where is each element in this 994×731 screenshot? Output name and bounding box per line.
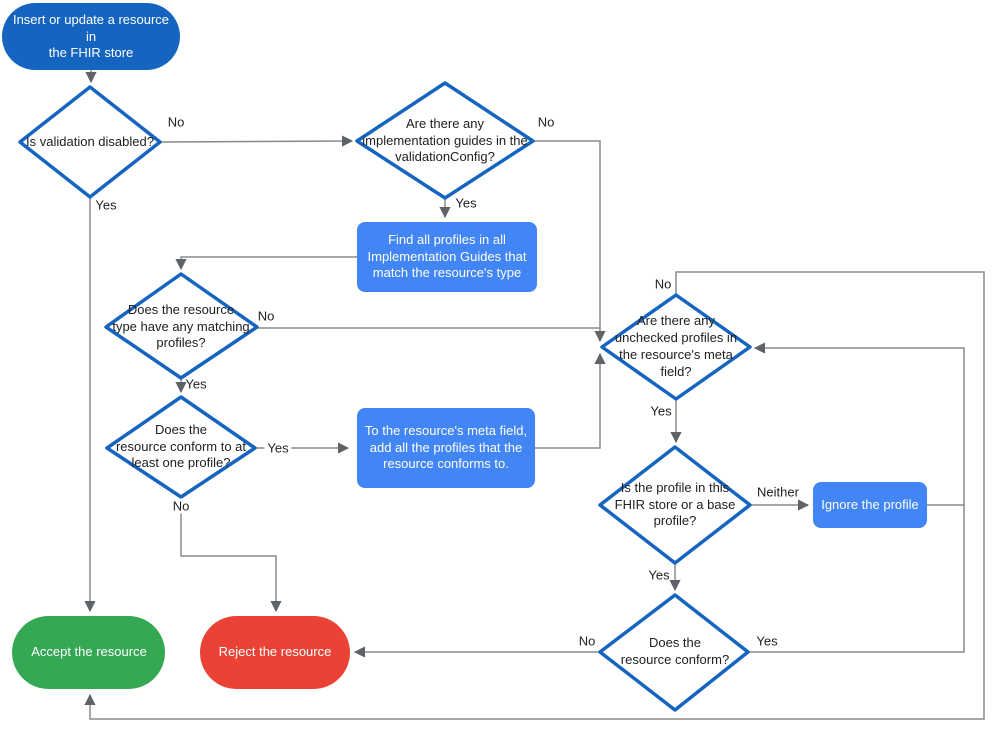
profile-in-store-decision (598, 445, 752, 565)
edge-conform-yes-loop (748, 342, 965, 653)
add-profiles-node (357, 408, 535, 488)
edge-addprofiles-to-unchecked (535, 352, 606, 449)
implementation-guides-decision (355, 81, 535, 200)
reject-node (200, 616, 350, 689)
conform-one-decision (105, 395, 257, 499)
accept-node (12, 616, 165, 689)
resource-conform-decision (598, 593, 750, 712)
edge-unchecked-no-accept (84, 271, 985, 720)
find-profiles-node (357, 222, 537, 292)
ignore-profile-node (813, 482, 927, 528)
unchecked-profiles-decision (600, 293, 752, 401)
validation-disabled-decision (18, 85, 162, 199)
edge-ig-no (533, 140, 606, 343)
matching-profiles-decision (104, 272, 259, 380)
edge-findprofiles-to-matching (175, 256, 357, 271)
start-node (2, 3, 180, 70)
edge-validation-no (159, 135, 354, 147)
edge-conformone-no-reject (180, 497, 282, 613)
